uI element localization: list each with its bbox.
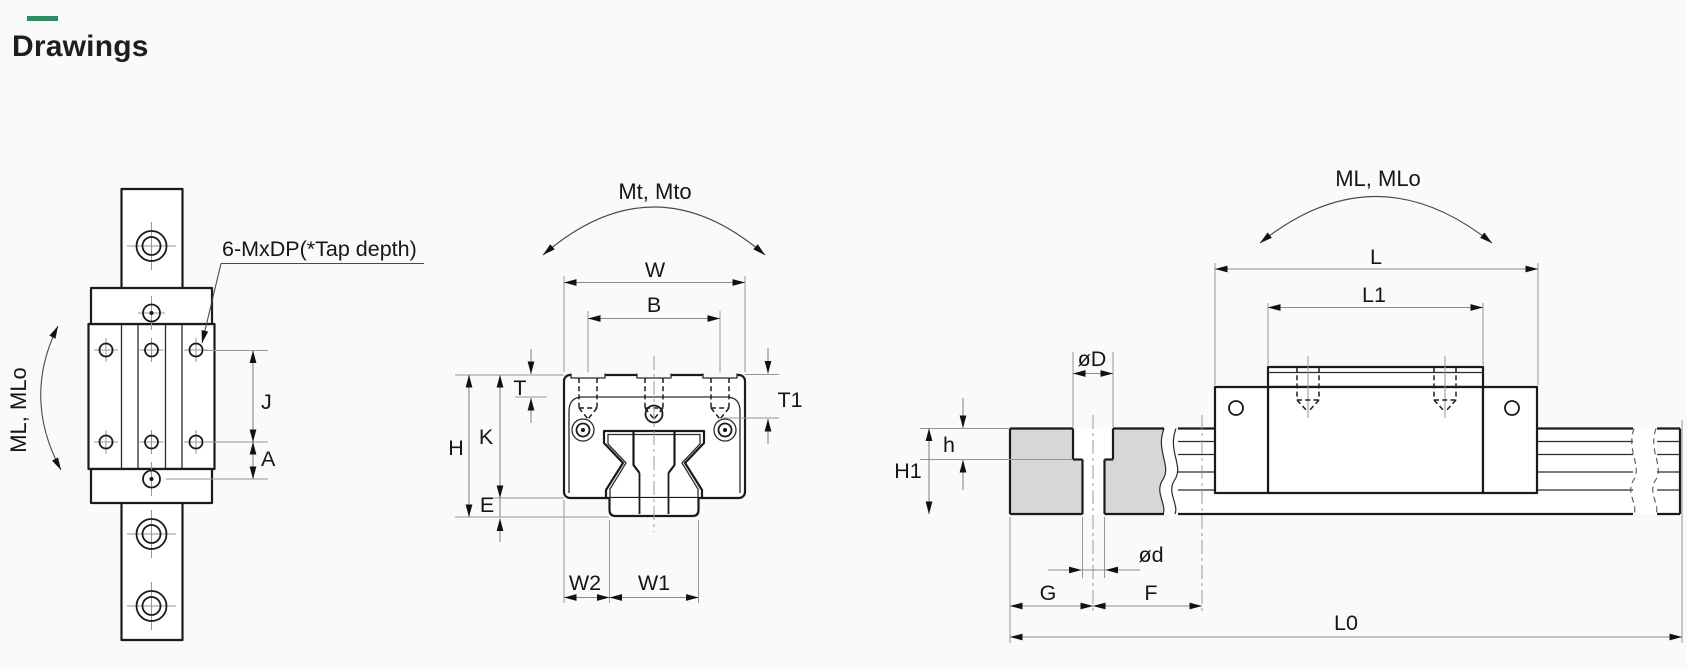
label-k: K (479, 425, 494, 449)
label-w1: W1 (638, 571, 670, 595)
label-od-through: ød (1138, 543, 1163, 567)
front-view-drawing: Mt, Mto W B (448, 179, 803, 603)
label-tap-note: 6-MxDP(*Tap depth) (222, 237, 417, 261)
label-h: H (448, 436, 464, 460)
label-w: W (645, 258, 666, 282)
label-e: E (480, 493, 494, 517)
grease-port (138, 296, 165, 330)
rail-hole (127, 222, 176, 270)
accent-dash (27, 16, 58, 21)
label-od-counterbore: øD (1078, 347, 1107, 371)
mounting-holes (94, 338, 208, 454)
moment-arc (40, 325, 62, 471)
end-plate (1481, 385, 1539, 495)
label-t1: T1 (777, 388, 802, 412)
label-h-counterbore: h (943, 433, 955, 457)
side-view-drawing: ML, MLo L L1 øD h H1 (894, 166, 1683, 643)
end-plate-hole (1504, 400, 1520, 416)
label-moment-front-view: Mt, Mto (618, 179, 691, 204)
label-j: J (261, 390, 272, 414)
end-plate-contour (568, 396, 741, 493)
label-l0: L0 (1334, 611, 1358, 635)
moment-arc (542, 206, 766, 256)
break-line (1159, 428, 1167, 515)
page-title: Drawings (12, 30, 149, 63)
label-moment-top-view: ML, MLo (6, 367, 31, 453)
label-b: B (647, 293, 661, 317)
rail-hole (127, 510, 176, 558)
grease-port (142, 462, 161, 496)
label-l1: L1 (1362, 283, 1386, 307)
label-g: G (1040, 581, 1057, 605)
side-grease-port (571, 418, 595, 442)
label-l: L (1370, 245, 1382, 269)
label-h1: H1 (894, 459, 921, 483)
label-w2: W2 (569, 571, 601, 595)
grease-nipple (644, 404, 664, 424)
tapped-holes-hidden (1296, 356, 1457, 418)
label-a: A (261, 447, 276, 471)
counterbore-hole-section (1071, 428, 1115, 514)
break-line (1630, 428, 1637, 515)
end-plate-hole (1228, 400, 1244, 416)
moment-arc (1259, 196, 1493, 244)
top-view-drawing: ML, MLo 6-MxDP(*Tap depth) J A (6, 187, 424, 642)
carriage-top-plate (1266, 365, 1485, 389)
rail-tongue (632, 431, 676, 474)
carriage-body-side-view (1266, 385, 1485, 495)
rail-hole (127, 582, 176, 630)
break-line (1171, 428, 1179, 515)
tapped-holes-hidden (578, 378, 730, 420)
label-moment-side-view: ML, MLo (1335, 166, 1421, 191)
side-grease-port (713, 418, 737, 442)
label-f: F (1144, 581, 1157, 605)
label-t: T (513, 376, 526, 400)
break-line (1652, 428, 1659, 515)
